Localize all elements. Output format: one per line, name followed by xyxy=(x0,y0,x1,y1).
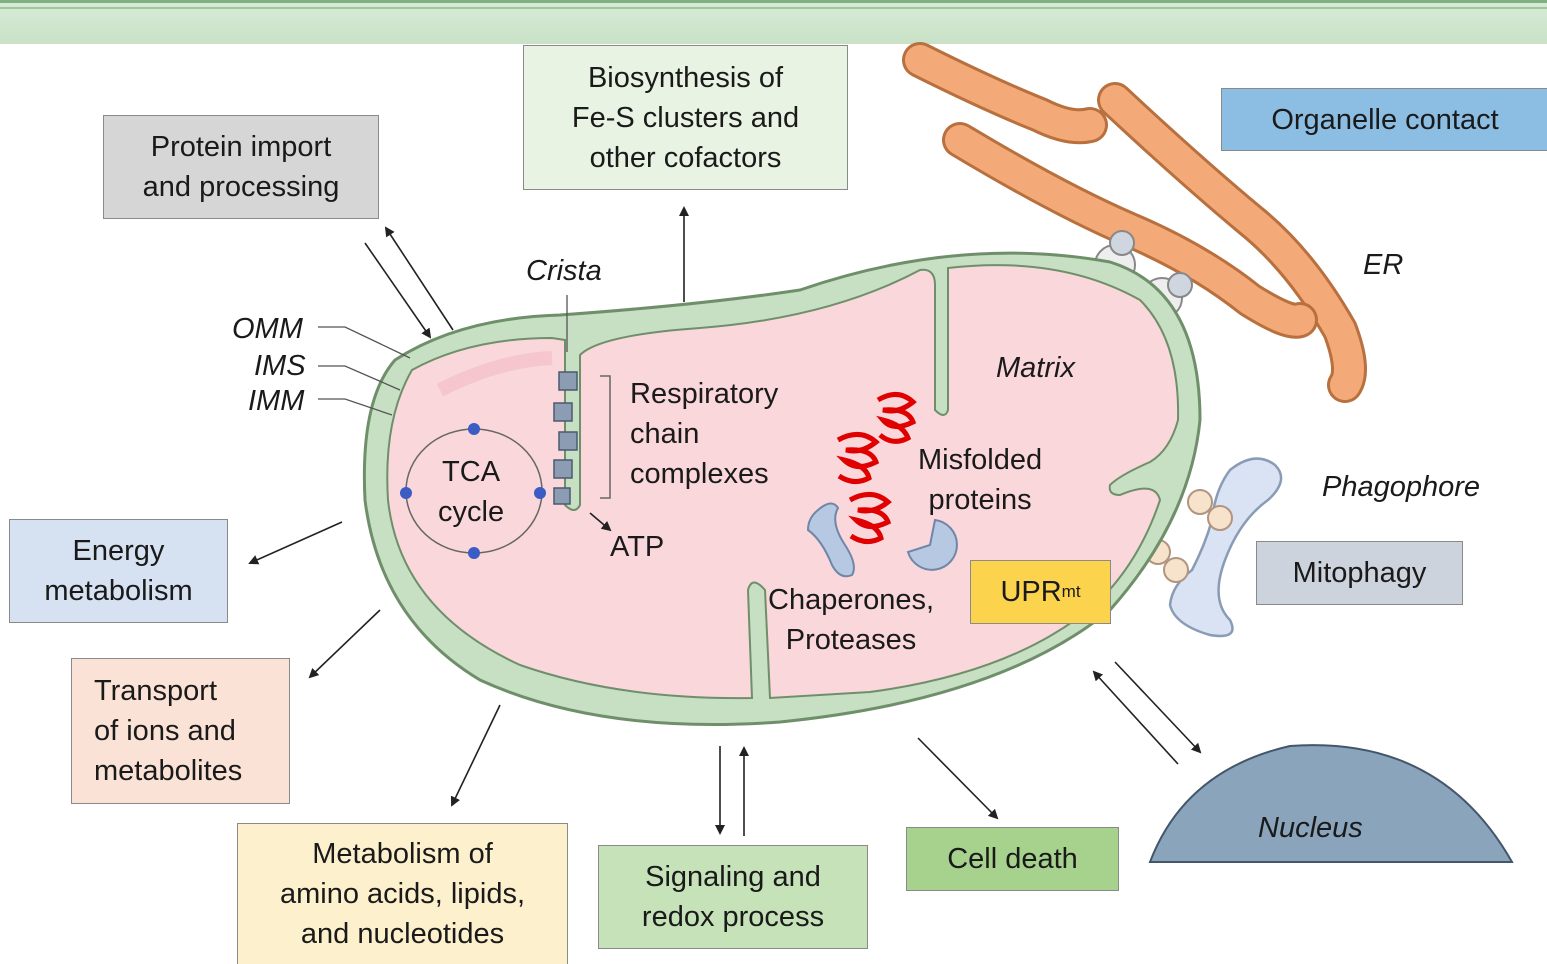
protein-import-box: Protein import and processing xyxy=(103,115,379,219)
matrix-label: Matrix xyxy=(996,352,1075,384)
uprmt-label: UPR xyxy=(1000,576,1062,608)
atp-label: ATP xyxy=(610,531,665,563)
arrows xyxy=(248,206,1202,836)
transport-box: Transport of ions and metabolites xyxy=(71,658,290,804)
organelle-contact-box: Organelle contact xyxy=(1221,88,1547,151)
protease-icon xyxy=(906,518,958,571)
er-label: ER xyxy=(1363,249,1404,281)
biosynthesis-box: Biosynthesis of Fe-S clusters and other … xyxy=(523,45,848,190)
uprmt-sup: mt xyxy=(1061,582,1081,601)
cell-death-box: Cell death xyxy=(906,827,1119,891)
respiratory-bracket xyxy=(600,375,611,499)
ims-label: IMS xyxy=(254,350,306,382)
omm-label: OMM xyxy=(232,313,303,345)
misfolded-label: Misfolded proteins xyxy=(918,444,1043,516)
energy-metabolism-box: Energy metabolism xyxy=(9,519,228,623)
mitophagy-box: Mitophagy xyxy=(1256,541,1463,605)
imm-label: IMM xyxy=(248,385,305,417)
header-banner xyxy=(0,0,1547,44)
misfolded-proteins-icon xyxy=(836,392,917,544)
chaperones-label: Chaperones, Proteases xyxy=(768,584,935,656)
phagophore-label: Phagophore xyxy=(1322,471,1481,503)
phagophore-shape xyxy=(1168,457,1283,638)
nucleus-shape xyxy=(1148,744,1514,863)
signaling-box: Signaling and redox process xyxy=(598,845,868,949)
metabolism-box: Metabolism of amino acids, lipids, and n… xyxy=(237,823,568,964)
crista-label: Crista xyxy=(526,255,602,287)
chaperone-icon xyxy=(806,502,855,578)
nucleus-label: Nucleus xyxy=(1258,812,1363,844)
respiratory-label: Respiratory chain complexes xyxy=(630,378,779,490)
leader-lines xyxy=(318,295,568,416)
respiratory-complexes xyxy=(553,371,578,505)
tca-dots xyxy=(400,423,546,559)
er-shape xyxy=(902,42,1367,403)
tca-label: TCA cycle xyxy=(438,456,505,528)
